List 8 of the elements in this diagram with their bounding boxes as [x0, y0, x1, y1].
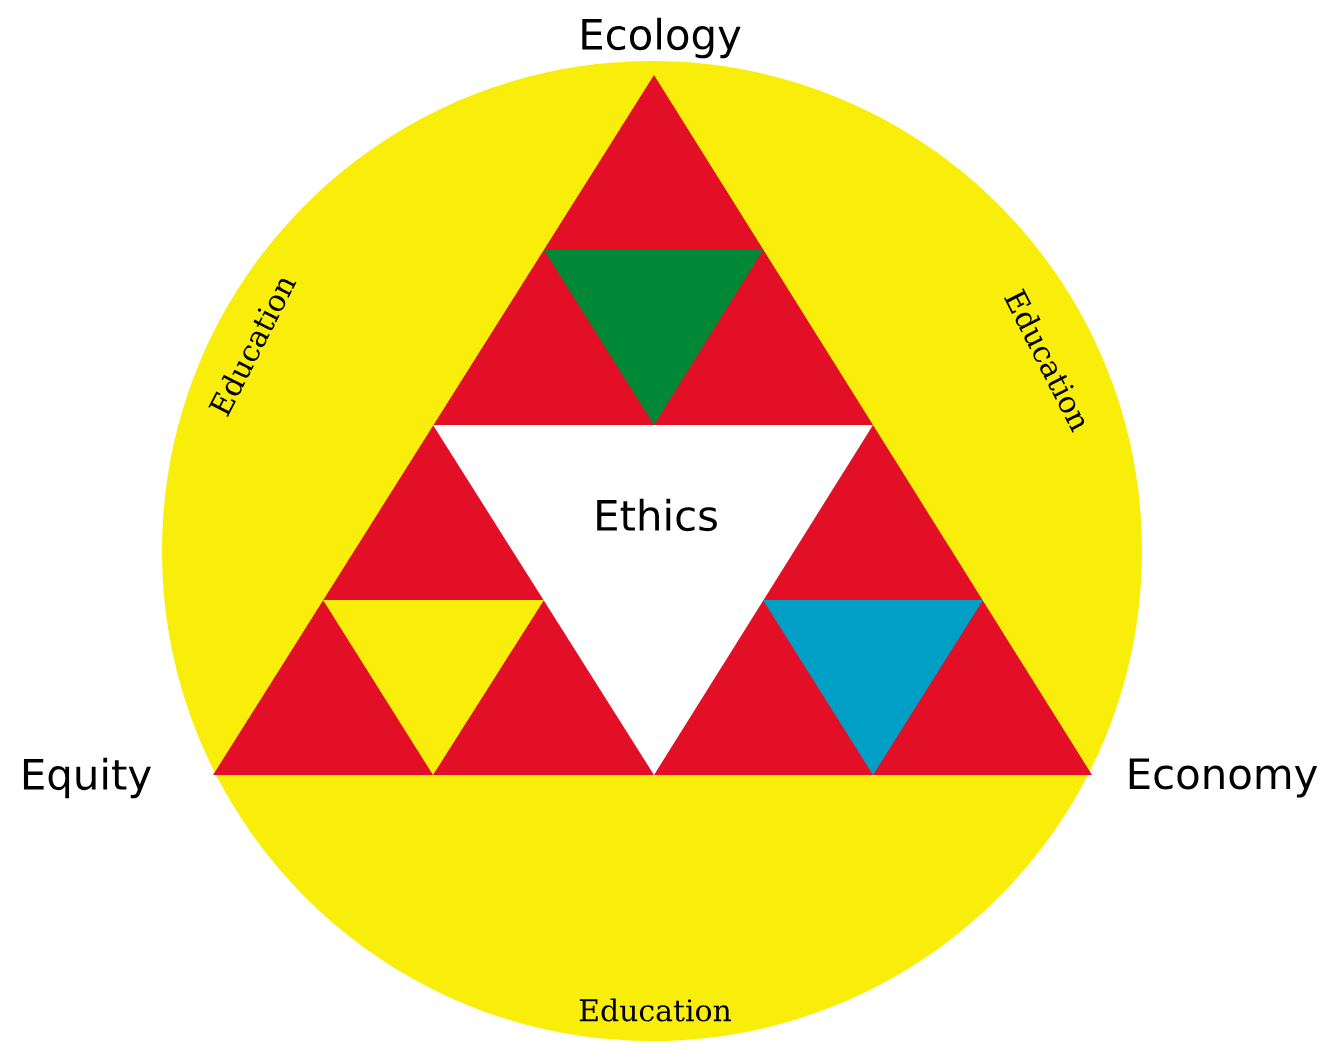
vertex-label: Ecology: [582, 17, 741, 59]
vertex-label: Equity: [23, 757, 151, 799]
inverted-triangle: [763, 600, 983, 775]
vertex-label: Economy: [1129, 758, 1318, 798]
inverted-triangle: [323, 600, 544, 775]
rim-label: Education: [579, 998, 731, 1022]
inverted-triangle: [544, 250, 763, 425]
center-triangle: Ethics: [433, 425, 873, 775]
